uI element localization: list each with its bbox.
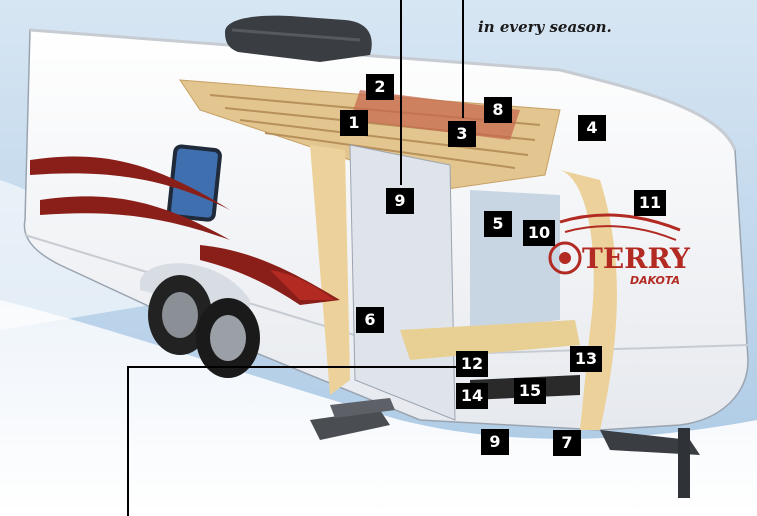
callout-9-lower: 9	[481, 429, 509, 455]
jack-stand	[678, 428, 690, 498]
brand-name: TERRY	[582, 242, 691, 275]
callout-11: 11	[634, 190, 666, 216]
callout-14: 14	[456, 383, 488, 409]
callout-8: 8	[484, 97, 512, 123]
callout-4: 4	[578, 115, 606, 141]
callout-6: 6	[356, 307, 384, 333]
callout-9-upper: 9	[386, 188, 414, 214]
callout-12: 12	[456, 351, 488, 377]
caption-text: in every season.	[478, 18, 738, 36]
callout-2: 2	[366, 74, 394, 100]
callout-15: 15	[514, 378, 546, 404]
callout-3: 3	[448, 121, 476, 147]
callout-1: 1	[340, 110, 368, 136]
callout-5: 5	[484, 211, 512, 237]
brand-model: DAKOTA	[630, 274, 680, 287]
callout-13: 13	[570, 346, 602, 372]
callout-10: 10	[523, 220, 555, 246]
callout-7: 7	[553, 430, 581, 456]
interior-wall-cutaway	[350, 145, 455, 420]
